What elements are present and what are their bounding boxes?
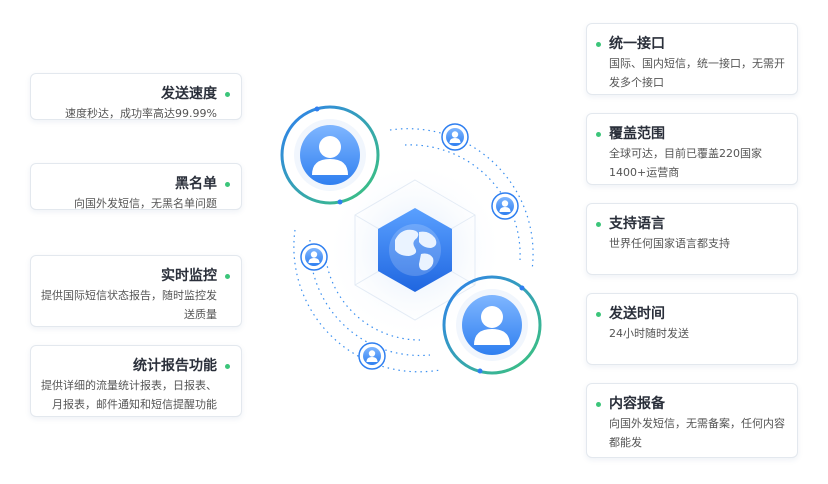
- feature-card-send-time: 发送时间 24小时随时发送: [586, 293, 798, 365]
- user-icon: [491, 192, 519, 220]
- feature-title: 发送速度: [161, 86, 217, 102]
- user-icon: [300, 243, 328, 271]
- bullet-dot: [225, 364, 230, 369]
- bullet-dot: [596, 312, 601, 317]
- feature-desc: 1400+运营商: [609, 166, 680, 179]
- feature-card-unified-api: 统一接口 国际、国内短信，统一接口，无需开 发多个接口: [586, 23, 798, 95]
- feature-card-statistics-report: 统计报告功能 提供详细的流量统计报表，日报表、 月报表，邮件通知和短信提醒功能: [30, 345, 242, 417]
- orbit-arcs: [293, 128, 534, 373]
- feature-desc: 国际、国内短信，统一接口，无需开: [609, 57, 785, 70]
- bullet-dot: [596, 132, 601, 137]
- user-icon: [358, 342, 386, 370]
- bullet-dot: [225, 274, 230, 279]
- bullet-dot: [596, 42, 601, 47]
- feature-title: 黑名单: [175, 176, 217, 192]
- user-icon: [280, 105, 380, 205]
- feature-desc: 送质量: [184, 308, 217, 321]
- feature-desc: 向国外发短信，无黑名单问题: [74, 197, 217, 210]
- feature-title: 统一接口: [609, 36, 665, 52]
- feature-card-language-support: 支持语言 世界任何国家语言都支持: [586, 203, 798, 275]
- feature-desc: 都能发: [609, 436, 642, 449]
- feature-desc: 全球可达，目前已覆盖220国家: [609, 147, 762, 160]
- feature-desc: 发多个接口: [609, 76, 664, 89]
- feature-desc: 世界任何国家语言都支持: [609, 237, 730, 250]
- bullet-dot: [596, 402, 601, 407]
- feature-card-blacklist: 黑名单 向国外发短信，无黑名单问题: [30, 163, 242, 210]
- feature-card-realtime-monitor: 实时监控 提供国际短信状态报告，随时监控发 送质量: [30, 255, 242, 327]
- feature-card-send-speed: 发送速度 速度秒达，成功率高达99.99%: [30, 73, 242, 120]
- feature-desc: 提供详细的流量统计报表，日报表、: [41, 379, 217, 392]
- user-icon: [442, 275, 542, 375]
- globe-icon: [389, 224, 441, 276]
- user-icon: [441, 123, 469, 151]
- feature-title: 发送时间: [609, 306, 665, 322]
- bullet-dot: [225, 92, 230, 97]
- feature-desc: 24小时随时发送: [609, 327, 689, 340]
- feature-title: 支持语言: [609, 216, 665, 232]
- feature-desc: 速度秒达，成功率高达99.99%: [65, 107, 217, 120]
- network-graphic: [280, 105, 542, 375]
- bullet-dot: [596, 222, 601, 227]
- feature-desc: 提供国际短信状态报告，随时监控发: [41, 289, 217, 302]
- feature-desc: 月报表，邮件通知和短信提醒功能: [52, 398, 217, 411]
- feature-title: 实时监控: [161, 268, 217, 284]
- global-network-illustration: [270, 100, 560, 400]
- feature-title: 内容报备: [609, 396, 665, 412]
- feature-card-content-filing: 内容报备 向国外发短信，无需备案，任何内容 都能发: [586, 383, 798, 458]
- feature-card-coverage: 覆盖范围 全球可达，目前已覆盖220国家 1400+运营商: [586, 113, 798, 185]
- feature-desc: 向国外发短信，无需备案，任何内容: [609, 417, 785, 430]
- bullet-dot: [225, 182, 230, 187]
- feature-title: 统计报告功能: [133, 358, 217, 374]
- feature-title: 覆盖范围: [609, 126, 665, 142]
